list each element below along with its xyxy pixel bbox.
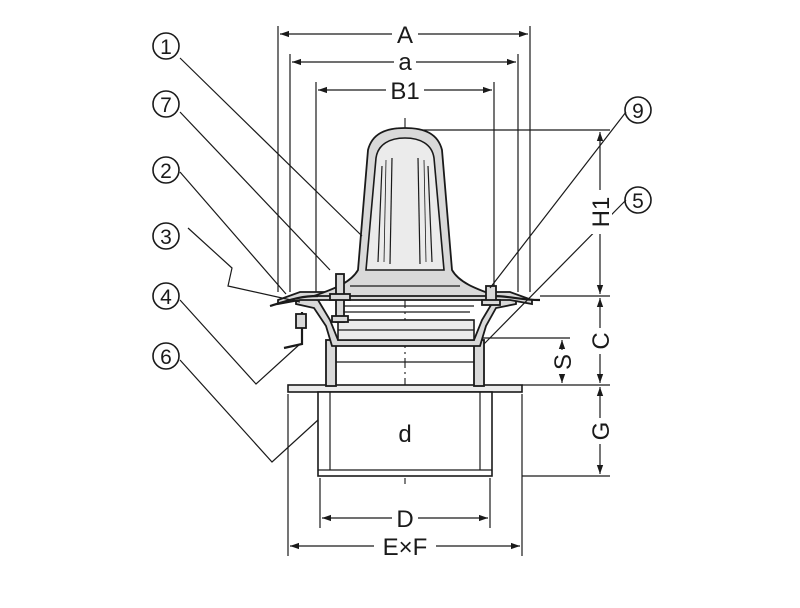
- callout-5-label: 5: [632, 190, 644, 213]
- dim-H1-label: H1: [588, 197, 615, 228]
- callout-4: 4: [152, 282, 180, 310]
- strainer-slots: [377, 157, 433, 265]
- callout-9-label: 9: [632, 100, 644, 123]
- dim-B1-label: B1: [390, 78, 419, 105]
- dim-A-label: A: [397, 22, 413, 49]
- dim-G-label: G: [588, 422, 615, 441]
- dim-C-label: C: [588, 332, 615, 349]
- callout-2-label: 2: [160, 160, 172, 183]
- extension-lines: [277, 26, 610, 556]
- callout-2: 2: [152, 156, 180, 184]
- side-bracket: [283, 312, 307, 350]
- callout-1: 1: [152, 32, 180, 60]
- callout-1-label: 1: [160, 36, 172, 59]
- dim-d-label: d: [398, 421, 411, 448]
- callout-7: 7: [152, 90, 180, 118]
- dim-D-label: D: [396, 506, 413, 533]
- callout-4-label: 4: [160, 286, 172, 309]
- callout-6: 6: [152, 342, 180, 370]
- callout-7-label: 7: [160, 94, 172, 117]
- callout-3: 3: [152, 222, 180, 250]
- dim-a-label: a: [398, 49, 412, 76]
- callout-3-label: 3: [160, 226, 172, 249]
- left-bolt: [329, 273, 351, 323]
- callout-5: 5: [624, 186, 652, 214]
- dim-ExF-label: E×F: [383, 534, 428, 561]
- dim-S-label: S: [550, 354, 577, 370]
- callout-9: 9: [624, 96, 652, 124]
- dome-strainer: [313, 127, 497, 313]
- callout-6-label: 6: [160, 346, 172, 369]
